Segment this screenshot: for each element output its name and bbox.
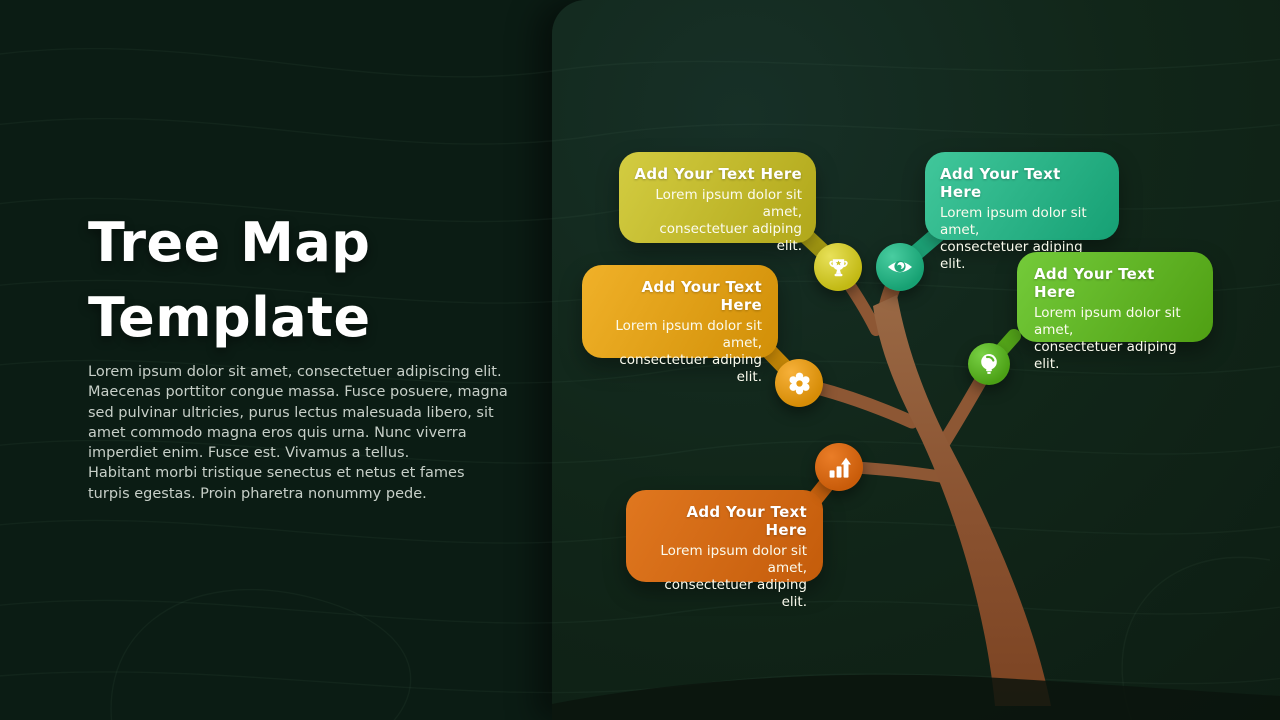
callout-body: Lorem ipsum dolor sit amet, consectetuer…	[940, 205, 1087, 272]
callout-body: Lorem ipsum dolor sit amet, consectetuer…	[655, 187, 802, 254]
bar-chart-icon	[829, 457, 851, 478]
lightbulb-badge[interactable]	[968, 343, 1010, 385]
trophy-badge[interactable]	[814, 243, 862, 291]
callout-body: Lorem ipsum dolor sit amet, consectetuer…	[660, 543, 807, 610]
callout-heading: Add Your Text Here	[634, 165, 802, 183]
callout-heading: Add Your Text Here	[1034, 265, 1155, 301]
trophy-icon	[828, 258, 848, 276]
callout-gear[interactable]: Add Your Text Here Lorem ipsum dolor sit…	[582, 265, 778, 385]
callout-bar-chart[interactable]: Add Your Text Here Lorem ipsum dolor sit…	[626, 490, 823, 610]
eye-icon	[888, 260, 912, 273]
gear-badge[interactable]	[775, 359, 823, 407]
callout-trophy[interactable]: Add Your Text Here Lorem ipsum dolor sit…	[619, 152, 816, 254]
gear-icon	[788, 372, 810, 394]
description-text: Lorem ipsum dolor sit amet, consectetuer…	[88, 364, 508, 502]
callout-heading: Add Your Text Here	[686, 503, 807, 539]
bar-chart-badge[interactable]	[815, 443, 863, 491]
callout-body: Lorem ipsum dolor sit amet, consectetuer…	[615, 318, 762, 385]
page-title: Tree Map Template	[88, 211, 371, 349]
callout-body: Lorem ipsum dolor sit amet, consectetuer…	[1034, 305, 1181, 372]
callout-lightbulb[interactable]: Add Your Text Here Lorem ipsum dolor sit…	[1017, 252, 1213, 372]
callout-heading: Add Your Text Here	[641, 278, 762, 314]
callout-eye[interactable]: Add Your Text Here Lorem ipsum dolor sit…	[925, 152, 1119, 272]
eye-badge[interactable]	[876, 243, 924, 291]
lightbulb-icon	[981, 354, 997, 374]
callout-heading: Add Your Text Here	[940, 165, 1061, 201]
